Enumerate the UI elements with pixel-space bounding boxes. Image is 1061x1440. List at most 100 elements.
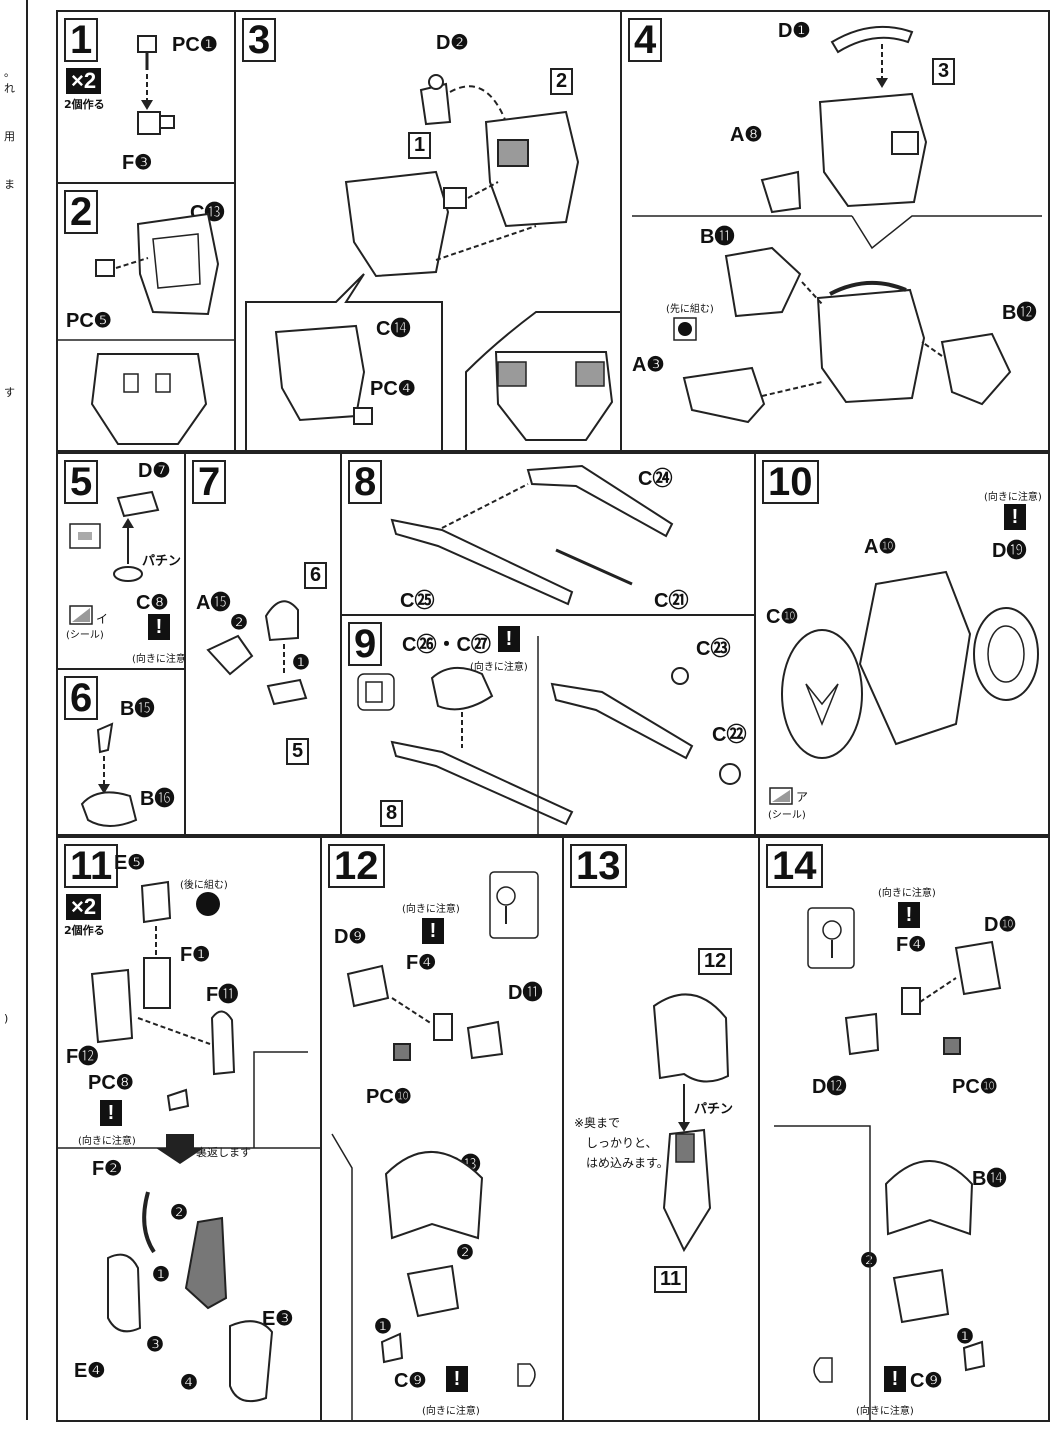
sticker-id: ア [796, 790, 809, 804]
step-reference: 8 [380, 800, 404, 827]
step-12-panel: 12 (向きに注意) ! D❾ F❹ D⓫ PC❿ B⓭ C❾ ! (向きに注意… [320, 836, 564, 1422]
part-drawing [357, 636, 741, 834]
part-drawing [774, 907, 1002, 1420]
step-reference: 1 [408, 132, 432, 159]
part-label: C㉕ [400, 590, 435, 612]
flip-over-label: 裏返します [196, 1146, 251, 1159]
warning-mark: ! [422, 918, 444, 944]
quantity-badge: ×2 [66, 68, 102, 94]
caution-label: (向きに注意) [78, 1136, 136, 1147]
order-number: ❷ [170, 1202, 188, 1224]
part-label: A⓯ [196, 592, 231, 614]
order-number: ❷ [456, 1242, 474, 1264]
caution-label: (向きに注意) [856, 1406, 914, 1417]
step-number: 10 [762, 460, 819, 504]
part-drawing [206, 600, 308, 706]
part-label: C㉒ [712, 724, 747, 746]
part-drawing [331, 871, 539, 1420]
order-number: ❶ [956, 1326, 974, 1348]
part-label: F⓫ [206, 984, 239, 1006]
margin-text: れ [4, 82, 15, 95]
part-label: D❿ [984, 914, 1017, 936]
part-label: B⓬ [1002, 302, 1037, 324]
step-number: 7 [192, 460, 227, 504]
step-reference: 11 [654, 1266, 688, 1293]
step-9-panel: 9 C㉖・C㉗ ! (向きに注意) C㉓ C㉒ 8 [340, 614, 756, 836]
part-label: C❾ [910, 1370, 943, 1392]
part-label: D❶ [778, 20, 811, 42]
margin-text: 用 [4, 130, 15, 143]
step-13-panel: 13 12 パチン ※奥まで しっかりと、 はめ込みます。 11 [562, 836, 760, 1422]
part-label: PC❹ [370, 378, 416, 400]
step-3-panel: 3 D❷ 2 1 C⓮ PC❹ [234, 10, 622, 452]
step-number: 2 [64, 190, 99, 234]
warning-mark: ! [498, 626, 520, 652]
part-drawing [245, 74, 620, 450]
part-label: C❾ [394, 1370, 427, 1392]
part-label: D❼ [138, 460, 171, 482]
part-drawing [69, 490, 160, 625]
press-note-line: はめ込みます。 [586, 1156, 669, 1170]
caution-label: (向きに注意) [984, 492, 1042, 503]
margin-text: ) [4, 1012, 9, 1025]
step-5-panel: 5 D❼ パチン C❽ イ (シール) ! (向きに注意) [56, 452, 186, 670]
step-number: 5 [64, 460, 99, 504]
part-label: D⓫ [508, 982, 543, 1004]
part-drawing [632, 25, 1042, 424]
warning-mark: ! [148, 614, 170, 640]
order-number: ❷ [860, 1250, 878, 1272]
part-label: PC❽ [88, 1072, 134, 1094]
step-number: 4 [628, 18, 663, 62]
part-label: PC❿ [952, 1076, 998, 1098]
step-number: 1 [64, 18, 99, 62]
step-number: 12 [328, 844, 385, 888]
part-label: F❷ [92, 1158, 123, 1180]
part-label: A❸ [632, 354, 665, 376]
step-8-panel: 8 C㉔ C㉕ C㉑ [340, 452, 756, 616]
step-10-panel: 10 (向きに注意) ! A❿ D⓳ C❿ ア (シール) [754, 452, 1050, 836]
assemble-first-note: (先に組む) [666, 304, 714, 315]
margin-text: す [4, 386, 15, 399]
step-4-panel: 4 D❶ 3 A❽ B⓫ B⓬ (先に組む) A❸ [620, 10, 1050, 452]
warning-mark: ! [1004, 504, 1026, 530]
part-label: C㉑ [654, 590, 689, 612]
part-label: A❿ [864, 536, 897, 558]
snap-label: パチン [694, 1102, 734, 1117]
part-label: C㉓ [696, 638, 731, 660]
warning-mark: ! [884, 1366, 906, 1392]
part-label: C㉔ [638, 468, 673, 490]
order-number: ❹ [180, 1372, 198, 1394]
part-label: E❹ [74, 1360, 106, 1382]
step-number: 8 [348, 460, 383, 504]
step-number: 3 [242, 18, 277, 62]
step-7-panel: 7 6 A⓯ ❷ ❶ 5 [184, 452, 342, 836]
order-number: ❶ [374, 1316, 392, 1338]
step-1-panel: 1 ×2 2個作る PC❶ F❸ [56, 10, 236, 184]
caution-label: (向きに注意) [878, 888, 936, 899]
press-note-line: しっかりと、 [586, 1136, 658, 1150]
part-label: F❸ [122, 152, 153, 174]
caution-label: (向きに注意) [132, 654, 186, 665]
step-2-panel: 2 C⓭ PC❺ [56, 182, 236, 452]
quantity-badge: ×2 [66, 894, 102, 920]
step-reference: 12 [698, 948, 733, 975]
part-label: D⓳ [992, 540, 1027, 562]
step-reference: 5 [286, 738, 310, 765]
part-drawing [80, 722, 138, 827]
sticker-id: イ [96, 612, 109, 626]
part-label: D❾ [334, 926, 367, 948]
order-number: ❷ [230, 612, 248, 634]
order-number: ❸ [146, 1334, 164, 1356]
step-number: 14 [766, 844, 823, 888]
part-label: A❽ [730, 124, 763, 146]
step-reference: 6 [304, 562, 328, 589]
margin-text: ま [4, 178, 15, 191]
part-drawing [390, 464, 674, 606]
part-label: F⓬ [66, 1046, 99, 1068]
part-label: F❶ [180, 944, 211, 966]
part-label: F❹ [406, 952, 437, 974]
order-number: ❶ [292, 652, 310, 674]
step-number: 13 [570, 844, 627, 888]
part-label: B⓮ [972, 1168, 1007, 1190]
part-drawing [769, 570, 1039, 805]
